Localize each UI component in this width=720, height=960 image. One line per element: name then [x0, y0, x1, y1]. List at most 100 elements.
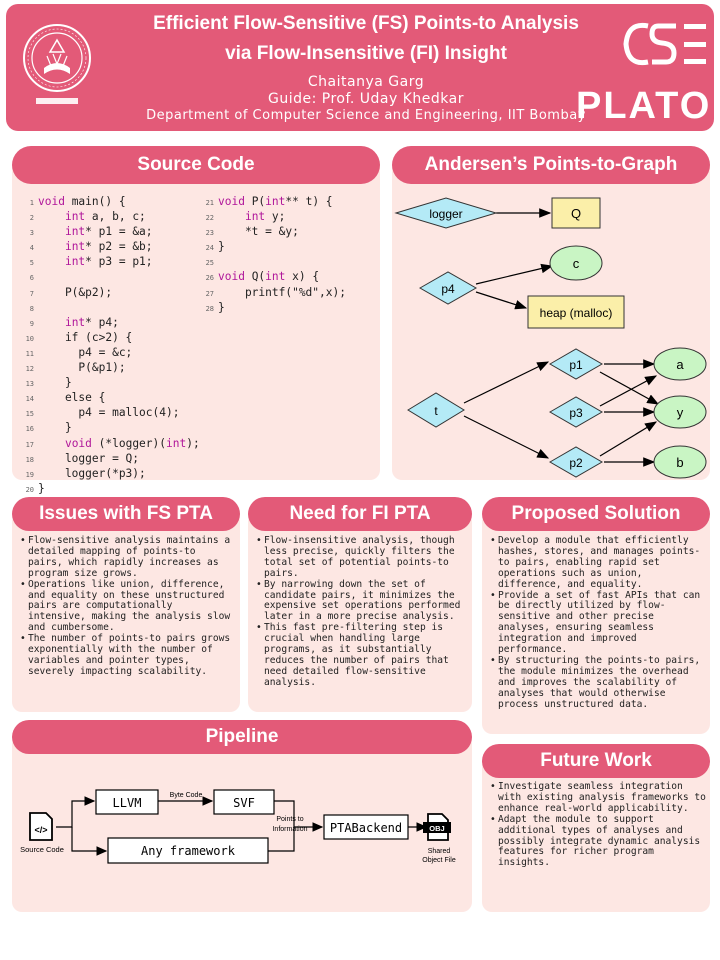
code-line: 12 P(&p1);	[20, 361, 200, 376]
code-line: 2 int a, b, c;	[20, 210, 200, 225]
bullet-item: Operations like union, difference, and e…	[20, 579, 234, 635]
points-to-graph-heading: Andersen’s Points-to-Graph	[392, 146, 710, 184]
code-line: 5 int* p3 = p1;	[20, 255, 200, 270]
svg-text:LLVM: LLVM	[113, 796, 142, 810]
line-number: 19	[25, 470, 34, 479]
bullet-item: Flow-sensitive analysis maintains a deta…	[20, 535, 234, 580]
svf-box: SVF	[213, 789, 275, 815]
code-line: 9 int* p4;	[20, 316, 200, 331]
code-text: int y;	[244, 210, 286, 224]
any-framework-box: Any framework	[107, 837, 269, 864]
node-t: t	[407, 392, 465, 428]
cse-logo-icon	[623, 22, 706, 66]
code-text: void main() {	[38, 195, 126, 208]
line-number: 17	[25, 440, 34, 449]
code-text: int* p2 = &b;	[64, 240, 153, 254]
code-text: *t = &y;	[218, 225, 299, 239]
need-heading: Need for FI PTA	[248, 497, 472, 531]
svg-text:OBJ: OBJ	[429, 824, 444, 833]
code-text: if (c>2) {	[38, 330, 133, 344]
need-list: Flow-insensitive analysis, though less p…	[256, 535, 468, 689]
code-line: 19 logger(*p3);	[20, 467, 200, 482]
code-line: 22 int y;	[200, 210, 346, 225]
svg-text:Q: Q	[571, 206, 581, 221]
code-line: 24}	[200, 240, 346, 255]
code-line: 18 logger = Q;	[20, 452, 200, 467]
iit-bombay-logo-icon	[23, 24, 91, 104]
bullet-item: Flow-insensitive analysis, though less p…	[256, 535, 468, 580]
issues-list: Flow-sensitive analysis maintains a deta…	[20, 535, 234, 678]
code-line: 3 int* p1 = &a;	[20, 225, 200, 240]
future-work-heading: Future Work	[482, 744, 710, 778]
line-number: 10	[25, 334, 34, 343]
code-text: p4 = &c;	[38, 345, 133, 359]
code-text: void (*logger)(int);	[64, 436, 200, 450]
line-number: 5	[29, 259, 34, 268]
department-name: Department of Computer Science and Engin…	[146, 108, 586, 123]
author-name: Chaitanya Garg	[307, 74, 425, 90]
line-number: 20	[25, 485, 34, 494]
code-text: }	[38, 421, 72, 435]
line-number: 7	[29, 289, 34, 298]
guide-name: Guide: Prof. Uday Khedkar	[268, 91, 464, 107]
line-number: 25	[205, 259, 214, 268]
code-text: printf("%d",x);	[218, 285, 346, 299]
poster-title-line1: Efficient Flow-Sensitive (FS) Points-to …	[153, 13, 579, 34]
code-text: }	[218, 300, 225, 314]
svg-text:Any framework: Any framework	[141, 844, 236, 858]
future-work-list: Investigate seamless integration with ex…	[490, 781, 708, 869]
bullet-item: This fast pre-filtering step is crucial …	[256, 622, 468, 688]
code-line: 20}	[20, 482, 200, 497]
poster-title-line2: via Flow-Insensitive (FI) Insight	[225, 43, 507, 64]
node-b: b	[653, 445, 707, 479]
node-logger: logger	[394, 197, 498, 229]
solution-list: Develop a module that efficiently hashes…	[490, 535, 708, 711]
code-text: int* p4;	[64, 315, 119, 329]
bullet-item: Provide a set of fast APIs that can be d…	[490, 590, 708, 656]
line-number: 3	[29, 229, 34, 238]
svg-text:logger: logger	[429, 207, 462, 221]
code-line: 13 }	[20, 376, 200, 391]
svg-text:a: a	[676, 357, 684, 372]
svg-text:c: c	[573, 256, 580, 271]
code-line: 25	[200, 255, 346, 270]
code-line: 8	[20, 301, 200, 316]
code-line: 15 p4 = malloc(4);	[20, 406, 200, 421]
line-number: 16	[25, 425, 34, 434]
node-p3: p3	[548, 396, 604, 428]
code-line: 23 *t = &y;	[200, 225, 346, 240]
node-c: c	[549, 245, 603, 281]
code-line: 27 printf("%d",x);	[200, 286, 346, 301]
bullet-item: By structuring the points-to pairs, the …	[490, 655, 708, 711]
plato-logo-icon: PLATO	[576, 85, 709, 124]
line-number: 4	[29, 244, 34, 253]
code-text: void Q(int x) {	[218, 270, 320, 284]
code-line: 10 if (c>2) {	[20, 331, 200, 346]
points-to-graph: logger Q p4 c heap (malloc) t p1 p3 p2 a…	[394, 197, 707, 479]
pipeline-diagram: </> Source Code LLVM Byte Code SVF Point…	[20, 789, 456, 864]
node-p2: p2	[548, 446, 604, 478]
line-number: 14	[25, 395, 34, 404]
line-number: 27	[205, 289, 214, 298]
code-text: int a, b, c;	[64, 210, 146, 224]
solution-heading: Proposed Solution	[482, 497, 710, 531]
code-line: 14 else {	[20, 391, 200, 406]
line-number: 12	[25, 365, 34, 374]
code-line: 11 p4 = &c;	[20, 346, 200, 361]
source-code-panel	[12, 158, 380, 480]
bullet-item: Develop a module that efficiently hashes…	[490, 535, 708, 591]
issues-heading: Issues with FS PTA	[12, 497, 240, 531]
line-number: 28	[205, 304, 214, 313]
source-code-heading: Source Code	[12, 146, 380, 184]
line-number: 13	[25, 380, 34, 389]
code-line: 16 }	[20, 421, 200, 436]
code-text: else {	[38, 391, 106, 405]
pipeline-heading: Pipeline	[12, 720, 472, 754]
svg-text:SVF: SVF	[233, 796, 255, 810]
bullet-item: The number of points-to pairs grows expo…	[20, 633, 234, 678]
svg-text:b: b	[676, 455, 683, 470]
